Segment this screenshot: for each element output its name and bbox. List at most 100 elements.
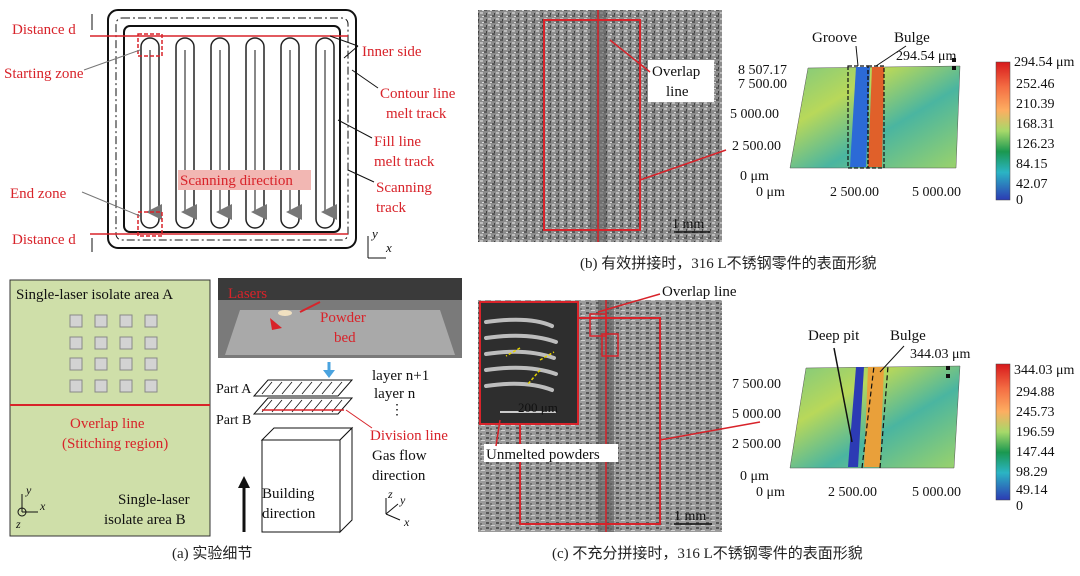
colorbar-tick: 42.07 <box>1016 177 1048 192</box>
scale-c: 1 mm <box>674 509 706 524</box>
max-label-c: 344.03 μm <box>910 347 971 362</box>
colorbar-tick: 245.73 <box>1016 405 1055 420</box>
y-ticks-b: 8 507.17 7 500.00 5 000.00 2 500.00 0 μm <box>730 63 787 184</box>
colorbar-tick: 147.44 <box>1016 445 1055 460</box>
unmelted-label: Unmelted powders <box>486 447 600 463</box>
gas-flow-label-2: direction <box>372 468 426 484</box>
inner-side-label: Inner side <box>362 44 422 60</box>
layer-n1-label: layer n+1 <box>372 368 429 384</box>
y-tick: 2 500.00 <box>732 139 781 154</box>
x-ticks-c: 0 μm 2 500.00 5 000.00 <box>756 485 961 500</box>
distance-bottom-label: Distance d <box>12 232 76 248</box>
area-a-label: Single-laser isolate area A <box>16 287 173 303</box>
contour-line-label-2: melt track <box>386 106 447 122</box>
colorbar-tick: 210.39 <box>1016 97 1055 112</box>
x-tick: 2 500.00 <box>830 185 879 200</box>
axis-y-label: y <box>370 226 378 241</box>
area-panel <box>9 279 211 537</box>
inset-scale-c: 200 μm <box>518 400 558 415</box>
overlap-line-label-2: (Stitching region) <box>62 436 168 452</box>
caption-c: (c) 不充分拼接时，316 L不锈钢零件的表面形貌 <box>552 545 863 562</box>
gas-flow-label-1: Gas flow <box>372 448 427 464</box>
y-tick: 5 000.00 <box>732 407 781 422</box>
y-tick: 0 μm <box>740 169 769 184</box>
y-ticks-c: 7 500.00 5 000.00 2 500.00 0 μm <box>732 377 781 484</box>
powder-bed-label-2: bed <box>334 330 356 346</box>
caption-b: (b) 有效拼接时，316 L不锈钢零件的表面形貌 <box>580 255 877 272</box>
surface-c <box>789 345 1011 501</box>
layer-n-label: layer n <box>374 386 416 402</box>
x-tick: 0 μm <box>756 185 785 200</box>
building-label-1: Building <box>262 486 315 502</box>
y-tick: 7 500.00 <box>732 377 781 392</box>
building-label-2: direction <box>262 506 316 522</box>
scanning-track-label-2: track <box>376 200 406 216</box>
micrograph-c <box>478 293 761 532</box>
colorbar-tick: 252.46 <box>1016 77 1055 92</box>
y-tick: 7 500.00 <box>738 77 787 92</box>
layer-axis-x: x <box>403 515 410 529</box>
scale-b: 1 mm <box>672 217 704 232</box>
bulge-label-c: Bulge <box>890 328 926 344</box>
distance-top-label: Distance d <box>12 22 76 38</box>
colorbar-tick: 84.15 <box>1016 157 1048 172</box>
y-tick: 2 500.00 <box>732 437 781 452</box>
scan-diagram <box>81 9 386 259</box>
fill-line-label-1: Fill line <box>374 134 421 150</box>
colorbar-c: 344.03 μm 294.88 245.73 196.59 147.44 98… <box>1014 363 1075 514</box>
colorbar-tick: 196.59 <box>1016 425 1055 440</box>
x-tick: 0 μm <box>756 485 785 500</box>
powder-bed-label-1: Powder <box>320 310 366 326</box>
part-b-label: Part B <box>216 413 251 428</box>
layer-diagram <box>238 362 401 534</box>
part-a-label: Part A <box>216 382 252 397</box>
colorbar-tick: 294.88 <box>1016 385 1055 400</box>
y-tick: 5 000.00 <box>730 107 779 122</box>
colorbar-tick: 0 <box>1016 193 1023 208</box>
colorbar-tick: 126.23 <box>1016 137 1055 152</box>
contour-line-label-1: Contour line <box>380 86 456 102</box>
sample-grid <box>69 314 158 393</box>
overlap-line-label-1: Overlap line <box>70 416 145 432</box>
caption-a: (a) 实验细节 <box>172 545 252 562</box>
groove-label-b: Groove <box>812 30 857 46</box>
division-line-label: Division line <box>370 428 448 444</box>
scanning-direction-label: Scanning direction <box>180 173 293 189</box>
starting-zone-label: Starting zone <box>4 66 84 82</box>
axis-x-label: x <box>385 240 392 255</box>
colorbar-tick: 49.14 <box>1016 483 1048 498</box>
micrograph-b <box>478 10 727 242</box>
area-axis-x: x <box>39 499 46 513</box>
fill-tracks <box>140 37 335 229</box>
colorbar-tick: 98.29 <box>1016 465 1048 480</box>
y-tick: 8 507.17 <box>738 63 787 78</box>
xy-axis-small <box>367 236 386 259</box>
colorbar-b: 294.54 μm 252.46 210.39 168.31 126.23 84… <box>1014 55 1075 208</box>
max-label-b: 294.54 μm <box>896 49 957 64</box>
x-tick: 2 500.00 <box>828 485 877 500</box>
overlap-line-c: Overlap line <box>662 284 737 300</box>
colorbar-tick: 168.31 <box>1016 117 1055 132</box>
surface-b <box>789 45 1011 201</box>
colorbar-tick: 344.03 μm <box>1014 363 1075 378</box>
layer-axis-y: y <box>399 493 406 507</box>
area-axis-z: z <box>15 517 21 531</box>
area-axis-y: y <box>25 483 32 497</box>
area-b-label-1: Single-laser <box>118 492 190 508</box>
x-tick: 5 000.00 <box>912 185 961 200</box>
machine-photo <box>218 278 462 358</box>
y-tick: 0 μm <box>740 469 769 484</box>
overlap-line-b-1: Overlap <box>652 64 700 80</box>
layer-dots: ⋮ <box>390 403 404 418</box>
colorbar-tick: 294.54 μm <box>1014 55 1075 70</box>
scanning-track-label-1: Scanning <box>376 180 432 196</box>
overlap-line-b-2: line <box>666 84 689 100</box>
area-b-label-2: isolate area B <box>104 512 186 528</box>
lasers-label: Lasers <box>228 286 267 302</box>
fill-line-label-2: melt track <box>374 154 435 170</box>
x-ticks-b: 0 μm 2 500.00 5 000.00 <box>756 185 961 200</box>
layer-axis-z: z <box>387 487 393 501</box>
x-tick: 5 000.00 <box>912 485 961 500</box>
end-zone-label: End zone <box>10 186 67 202</box>
